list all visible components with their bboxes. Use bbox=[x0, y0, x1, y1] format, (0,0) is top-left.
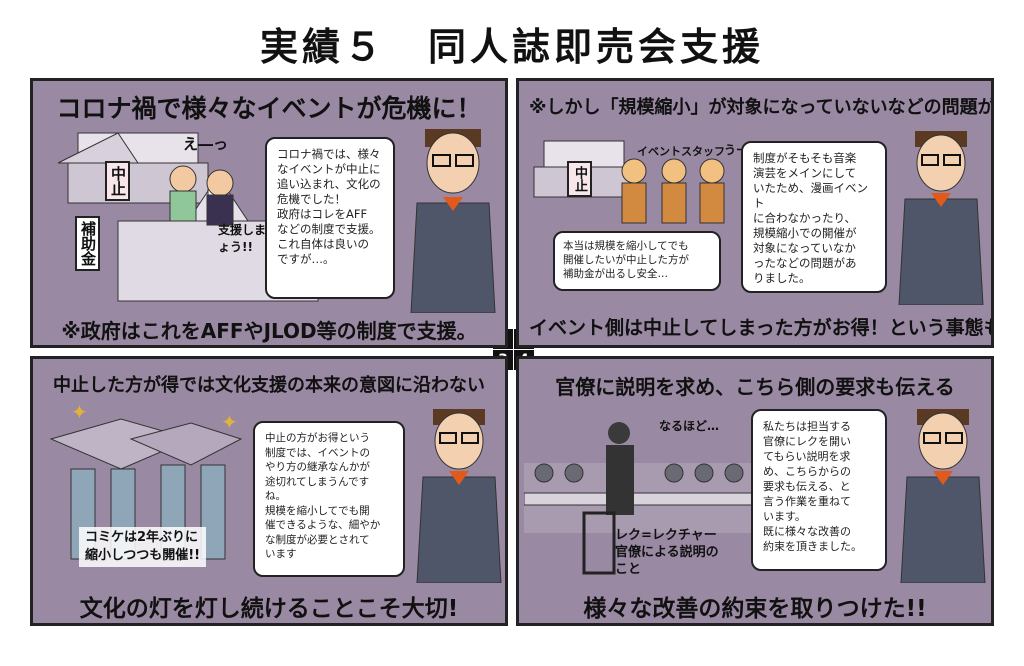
bubble-line: に合わなかったり、 bbox=[753, 211, 857, 225]
bubble-line: これ自体は良いの bbox=[277, 237, 369, 251]
comiket-caption: コミケは2年ぶりに 縮小しつつも開催!! bbox=[79, 527, 207, 567]
bubble-line: ったなどの問題があ bbox=[753, 256, 857, 270]
bubble-line: います。 bbox=[763, 510, 806, 523]
surprise-sfx: え―っ bbox=[183, 135, 229, 153]
bubble-line: な制度が必要とされて bbox=[265, 533, 370, 546]
panel-3-footer: 文化の灯を灯し続けることこそ大切! bbox=[79, 596, 459, 622]
panel-3-speech-bubble: 中止の方がお得という 制度では、イベントの やり方の継承なんかが 途切れてしまう… bbox=[253, 421, 405, 577]
understanding-sfx: なるほど… bbox=[659, 419, 720, 433]
bubble-line: 約束を頂きました。 bbox=[763, 540, 862, 553]
bubble-line: 制度では、イベントの bbox=[265, 446, 370, 459]
bubble-line: 政府はコレをAFF bbox=[277, 207, 368, 221]
panel-1-speech-bubble: コロナ禍では、様々 なイベントが中止に 追い込まれ、文化の 危機でした！ 政府は… bbox=[265, 137, 395, 299]
bubble-line: なイベントが中止に bbox=[277, 162, 381, 176]
bubble-line: ね。 bbox=[265, 490, 286, 502]
bubble-line: などの制度で支援。 bbox=[277, 222, 381, 236]
politician-figure bbox=[900, 409, 986, 583]
bubble-line: 開催したいが中止した方が bbox=[563, 254, 689, 266]
staff-label: イベントスタッフ bbox=[637, 145, 725, 158]
bubble-line: りました。 bbox=[753, 271, 811, 285]
note-line: レク=レクチャー bbox=[615, 528, 717, 543]
panel-3: 中止した方が得では文化支援の本来の意図に沿わない ✦ ✦ コミケは2年ぶりに 縮… bbox=[30, 356, 508, 626]
panel-2-headline: ※しかし「規模縮小」が対象になっていないなどの問題が bbox=[529, 97, 994, 118]
bubble-line: 規模縮小での開催が bbox=[753, 226, 857, 240]
panel-4-speech-bubble: 私たちは担当する 官僚にレクを開い てもらい説明を求 め、こちらからの 要求も伝… bbox=[751, 409, 887, 571]
note-line: 官僚による説明の bbox=[615, 545, 719, 560]
bubble-line: コロナ禍では、様々 bbox=[277, 147, 381, 161]
bubble-line: 危機でした！ bbox=[277, 192, 346, 206]
page-title: 実績５ 同人誌即売会支援 bbox=[259, 25, 764, 69]
bubble-line: 途切れてしまうんです bbox=[265, 475, 370, 488]
panel-1-headline: コロナ禍で様々なイベントが危機に！ bbox=[56, 94, 482, 123]
politician-figure bbox=[416, 409, 502, 583]
bubble-line: 既に様々な改善の bbox=[763, 525, 851, 538]
bubble-line: てもらい説明を求 bbox=[763, 450, 851, 463]
bubble-line: ですが…。 bbox=[277, 252, 335, 266]
cancel-sign: 中止 bbox=[105, 161, 130, 201]
bubble-line: 中止の方がお得という bbox=[265, 432, 370, 444]
support-text: 支援しましょう!! bbox=[218, 223, 279, 254]
bubble-line: います bbox=[265, 548, 297, 560]
panel-1: コロナ禍で様々なイベントが危機に！ 中止 補助金 え―っ 支援しましょう!! コ… bbox=[30, 78, 508, 348]
bubble-line: 催できるような、細やか bbox=[265, 519, 381, 531]
cancel-sign: 中止 bbox=[567, 161, 592, 197]
panel-4: 官僚に説明を求め、こちら側の要求も伝える なるほど… レク=レクチャー 官僚によ… bbox=[516, 356, 994, 626]
svg-text:✦: ✦ bbox=[71, 400, 88, 424]
subsidy-sign: 補助金 bbox=[75, 216, 100, 271]
bubble-line: 演芸をメインにして bbox=[753, 166, 857, 180]
panel-1-footer: ※政府はこれをAFFやJLOD等の制度で支援。 bbox=[61, 319, 477, 343]
bubble-line: やり方の継承なんかが bbox=[265, 461, 370, 473]
bubble-line: 本当は規模を縮小してでも bbox=[563, 240, 689, 252]
staff-speech-bubble: 本当は規模を縮小してでも 開催したいが中止した方が 補助金が出るし安全… bbox=[553, 231, 721, 291]
caption-line: コミケは2年ぶりに bbox=[85, 530, 199, 545]
caption-line: 縮小しつつも開催!! bbox=[85, 548, 201, 563]
panel-4-footer: 様々な改善の約束を取りつけた!! bbox=[583, 596, 927, 622]
panel-2: ※しかし「規模縮小」が対象になっていないなどの問題が 中止 イベントスタッフ う… bbox=[516, 78, 994, 348]
panel-2-footer: イベント側は中止してしまった方がお得！という事態も bbox=[529, 317, 994, 339]
bubble-line: 追い込まれ、文化の bbox=[277, 177, 381, 191]
panel-4-headline: 官僚に説明を求め、こちら側の要求も伝える bbox=[555, 375, 955, 399]
politician-figure bbox=[410, 129, 496, 313]
bubble-line: いたため、漫画イベント bbox=[753, 181, 868, 210]
bubble-line: 要求も伝える、と bbox=[763, 480, 851, 493]
svg-text:✦: ✦ bbox=[221, 410, 238, 434]
bubble-line: 言う作業を重ねて bbox=[763, 495, 851, 508]
bubble-line: 規模を縮小してでも開 bbox=[265, 504, 370, 517]
panel-3-headline: 中止した方が得では文化支援の本来の意図に沿わない bbox=[53, 375, 485, 396]
panel-2-speech-bubble: 制度がそもそも音楽 演芸をメインにして いたため、漫画イベント に合わなかったり… bbox=[741, 141, 887, 293]
bubble-line: 官僚にレクを開い bbox=[763, 435, 851, 448]
staff-illustration bbox=[533, 140, 725, 224]
bubble-line: 対象になっていなか bbox=[753, 241, 856, 255]
politician-figure bbox=[898, 131, 984, 305]
bubble-line: 制度がそもそも音楽 bbox=[753, 151, 857, 165]
bubble-line: 私たちは担当する bbox=[763, 420, 851, 433]
bubble-line: め、こちらからの bbox=[763, 465, 851, 478]
note-line: こと bbox=[615, 562, 642, 577]
bubble-line: 補助金が出るし安全… bbox=[563, 268, 668, 280]
lecture-note: レク=レクチャー 官僚による説明の こと bbox=[615, 527, 719, 578]
meeting-illustration bbox=[524, 422, 764, 575]
